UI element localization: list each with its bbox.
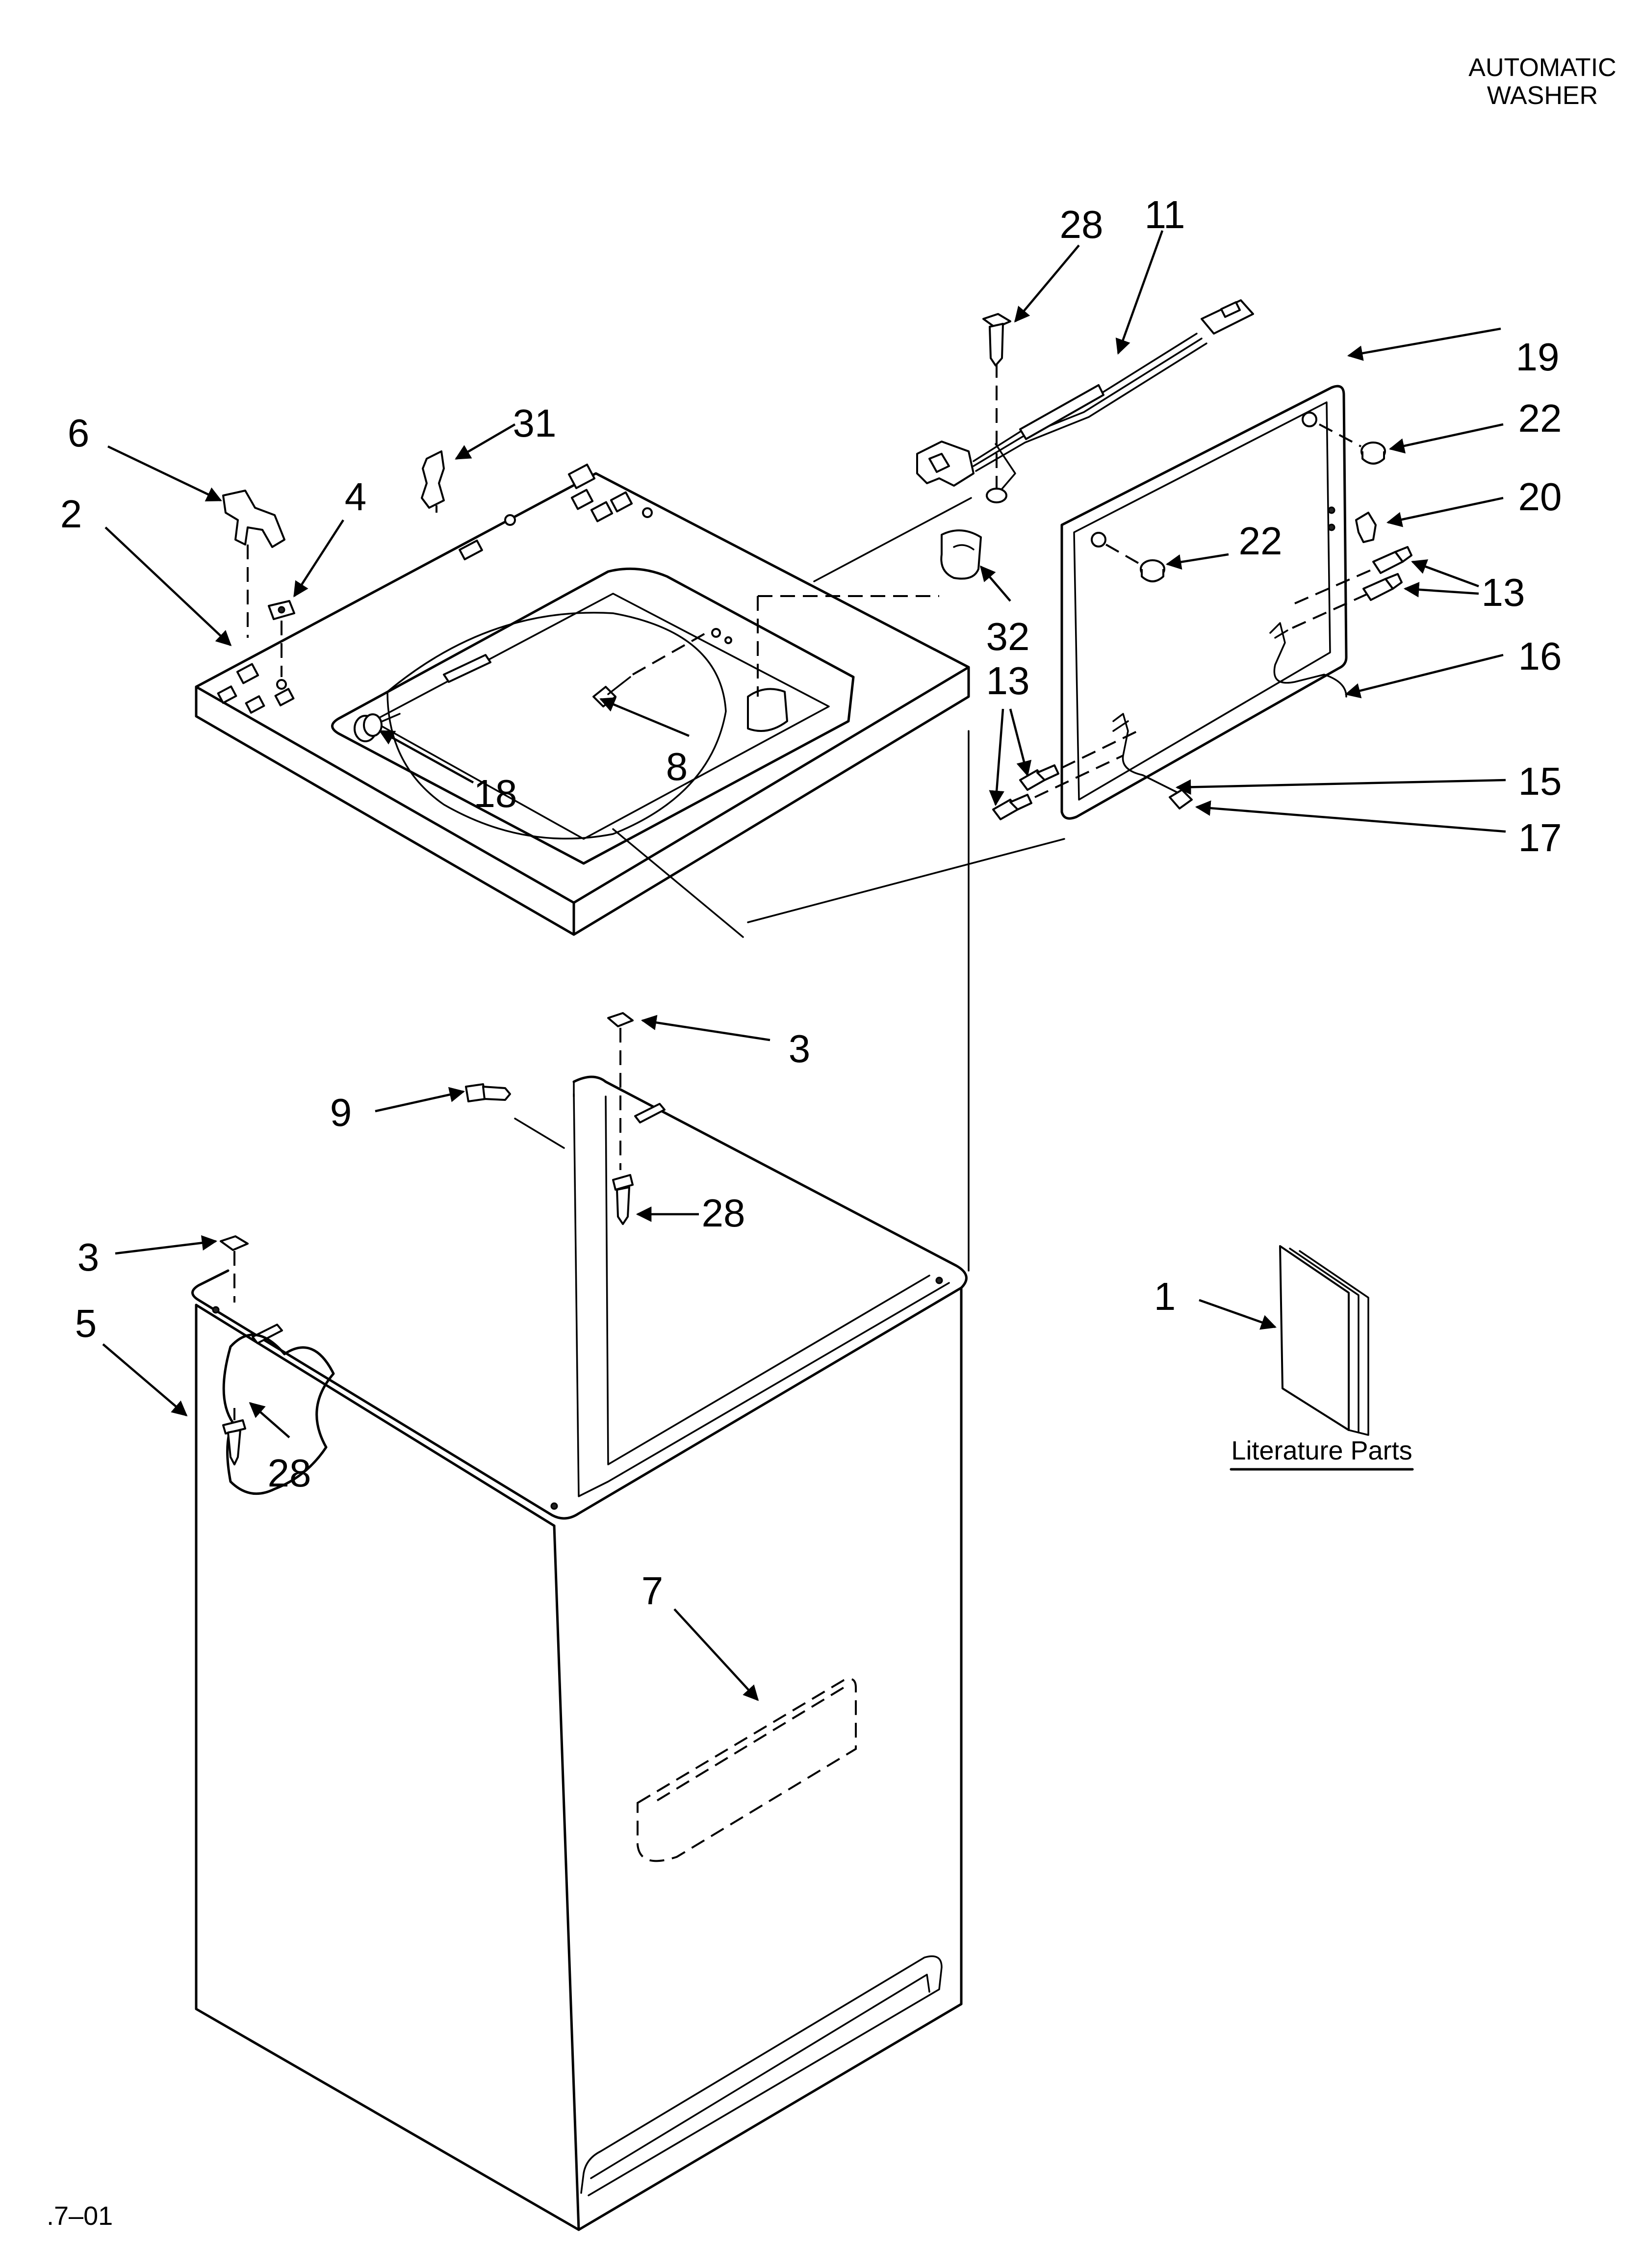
literature-parts-label: Literature Parts [1231, 1436, 1412, 1465]
literature-booklet [1279, 1245, 1369, 1436]
lid-switch-harness [916, 299, 1254, 503]
callout-20: 20 [1518, 475, 1562, 519]
callout-4: 4 [345, 475, 367, 519]
screw-icon [982, 313, 1011, 366]
callout-28: 28 [702, 1191, 745, 1235]
instruction-label-outline [637, 1678, 857, 1862]
callout-numbers: 28 11 19 22 20 22 13 16 15 17 13 32 31 6… [60, 193, 1562, 1613]
callout-19: 19 [1516, 335, 1560, 379]
callout-2: 2 [60, 492, 82, 536]
callout-3: 3 [789, 1027, 811, 1070]
callout-3: 3 [77, 1235, 100, 1279]
screw-icon [465, 1083, 511, 1102]
callout-8: 8 [666, 745, 688, 788]
hose-inlet-icon [1292, 546, 1412, 629]
bracket-icon [222, 490, 285, 638]
washer-cabinet [191, 730, 970, 2231]
wire-connector-icon [1112, 713, 1193, 809]
knob-icon [757, 529, 982, 697]
washer-top-assembly [195, 464, 1065, 938]
grommet-icon [354, 713, 401, 742]
callout-17: 17 [1518, 816, 1562, 860]
header-line-2: WASHER [1487, 81, 1598, 110]
callout-13: 13 [1482, 571, 1525, 614]
callout-13: 13 [986, 659, 1030, 703]
screw-icon [612, 1174, 634, 1225]
callout-28: 28 [1060, 203, 1103, 246]
nut-icon [268, 600, 295, 690]
header-line-1: AUTOMATIC [1468, 53, 1616, 82]
callout-1: 1 [1154, 1275, 1176, 1318]
nut-icon [220, 1235, 249, 1303]
leader-lines [102, 230, 1506, 1701]
callout-6: 6 [68, 411, 90, 455]
callout-5: 5 [75, 1302, 97, 1345]
callout-9: 9 [330, 1091, 352, 1134]
console-frame [1060, 385, 1348, 820]
callout-11: 11 [1144, 193, 1185, 236]
nut-icon [607, 1012, 634, 1170]
callout-7: 7 [641, 1569, 664, 1613]
callout-32: 32 [986, 615, 1030, 658]
callout-16: 16 [1518, 634, 1562, 678]
cutaway-detail [222, 1333, 335, 1495]
footer-code: .7–01 [47, 2201, 113, 2231]
knob-icon [1105, 423, 1386, 582]
screw-icon [992, 730, 1138, 820]
callout-31: 31 [513, 401, 557, 445]
callout-28: 28 [268, 1451, 311, 1495]
callout-15: 15 [1518, 759, 1562, 803]
callout-22: 22 [1518, 396, 1562, 440]
callout-22: 22 [1239, 519, 1283, 563]
switch-icon [1328, 506, 1377, 543]
wire-harness-icon [1269, 622, 1347, 698]
callout-18: 18 [474, 772, 517, 815]
clip-icon [421, 450, 445, 513]
